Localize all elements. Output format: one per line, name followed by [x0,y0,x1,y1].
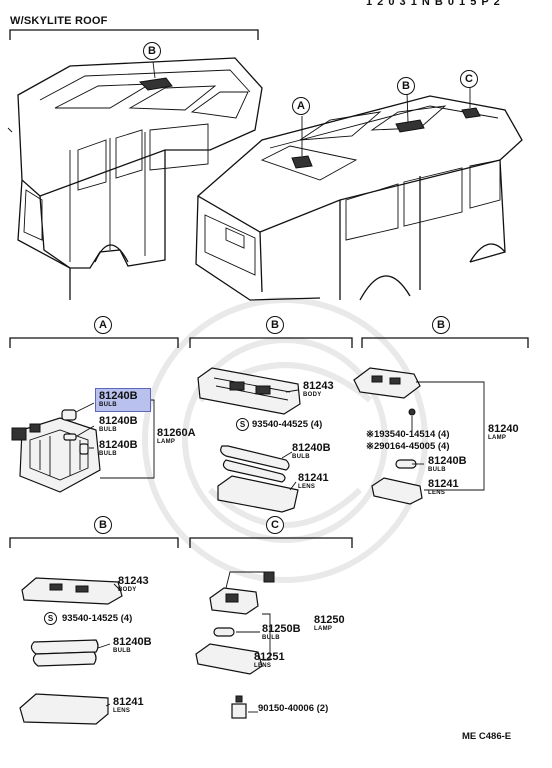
panel-c-bracket [189,537,353,548]
b3-bulb-sub: BULB [113,648,131,654]
b3-bulb-pn: 81240B [113,636,152,648]
b2-lamp-sub: LAMP [488,435,507,441]
panel-b2-parts-drawing [353,367,485,505]
panel-b2-callout: B [432,316,450,334]
b3-lens-sub: LENS [113,708,131,714]
panel-b1-bracket [189,337,353,348]
panel-b3-parts-drawing [19,577,123,725]
b2-screw-1: ※193540-14514 (4) [366,429,450,440]
callout-b-left-van: B [143,42,161,60]
b3-body-sub: BODY [118,587,137,593]
panel-b2-bracket [361,337,529,348]
b1-body-sub: BODY [303,392,322,398]
c-screw: 90150-40006 (2) [258,703,329,714]
panel-a-lamp-drawing [11,399,155,493]
b2-screw-2: ※290164-45005 (4) [366,441,450,452]
panel-c-parts-drawing [195,571,275,719]
callout-c-right-van: C [460,70,478,88]
b1-bulb-pn: 81240B [292,442,331,454]
s-mark-icon-b3: S [44,612,57,625]
b1-body-pn: 81243 [303,380,334,392]
b2-lamp-pn: 81240 [488,423,519,435]
section-bracket [9,29,259,40]
part-number-lamp: 81260A [157,427,196,439]
part-desc-bulb-low: BULB [99,451,117,457]
van-left-illustration [7,57,263,300]
c-bulb-pn: 81250B [262,623,301,635]
panel-b3-bracket [9,537,179,548]
panel-b1-parts-drawing [197,367,301,513]
c-lamp-sub: LAMP [314,626,333,632]
b2-lens-sub: LENS [428,490,446,496]
part-number: 81240B [99,390,138,402]
section-title: W/SKYLITE ROOF [10,15,108,27]
b3-lens-pn: 81241 [113,696,144,708]
b1-lens-sub: LENS [298,484,316,490]
b2-lens-pn: 81241 [428,478,459,490]
c-lamp-pn: 81250 [314,614,345,626]
figure-code: ME C486-E [462,731,512,742]
panel-a-callout: A [94,316,112,334]
part-desc-lamp: LAMP [157,439,176,445]
highlighted-part-81240b[interactable]: 81240B BULB [95,388,151,412]
part-description: BULB [99,402,117,408]
b3-screw: 93540-14525 (4) [62,613,133,624]
panel-c-callout: C [266,516,284,534]
van-right-illustration [195,86,523,301]
b1-screw: 93540-44525 (4) [252,419,323,430]
b3-body-pn: 81243 [118,575,149,587]
callout-a-right-van: A [292,97,310,115]
c-lens-pn: 81251 [254,651,285,663]
part-number-bulb-mid: 81240B [99,415,138,427]
watermark-emblem [142,297,428,583]
panel-b3-callout: B [94,516,112,534]
c-bulb-sub: BULB [262,635,280,641]
part-desc-bulb-mid: BULB [99,427,117,433]
b1-bulb-sub: BULB [292,454,310,460]
c-lens-sub: LENS [254,663,272,669]
callout-b-right-van: B [397,77,415,95]
part-number-bulb-low: 81240B [99,439,138,451]
b1-lens-pn: 81241 [298,472,329,484]
header-fragment: 1 2 0 3 1 N B 0 1 5 P 2 [366,0,501,8]
s-mark-icon: S [236,418,249,431]
panel-a-bracket [9,337,179,348]
panel-b1-callout: B [266,316,284,334]
b2-bulb-sub: BULB [428,467,446,473]
b2-bulb-pn: 81240B [428,455,467,467]
